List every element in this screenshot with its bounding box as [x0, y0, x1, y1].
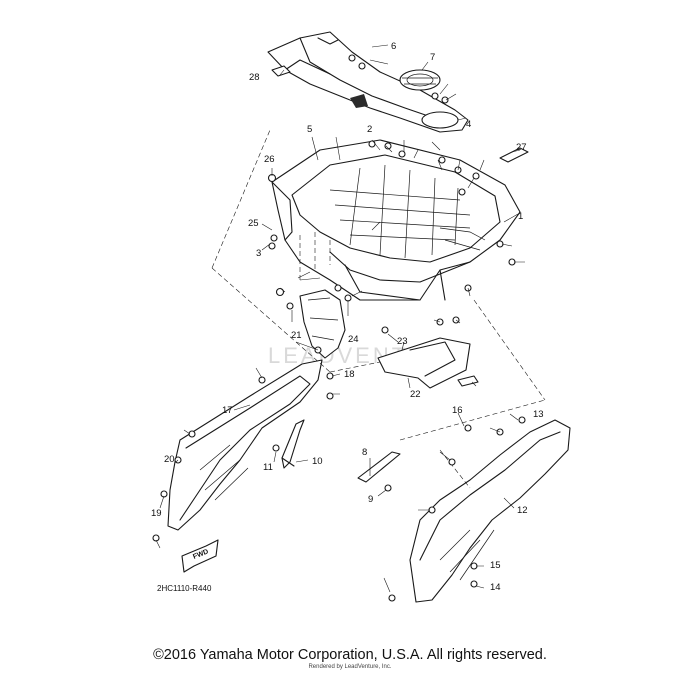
part-12-right-side-panel[interactable] — [409, 419, 571, 603]
callout-2: 2 — [367, 124, 372, 135]
callout-18: 18 — [344, 369, 355, 380]
part-27-label[interactable] — [499, 147, 529, 163]
rendered-by-note: Rendered by LeadVenture, Inc. — [308, 664, 392, 670]
callout-22: 22 — [410, 389, 421, 400]
callout-28: 28 — [249, 72, 260, 83]
reference-lines — [211, 129, 546, 489]
callout-8: 8 — [362, 447, 367, 458]
callout-11: 11 — [263, 462, 273, 473]
callout-15: 15 — [490, 560, 501, 571]
callout-12: 12 — [517, 505, 528, 516]
part-8-bracket[interactable] — [357, 451, 401, 483]
callout-1: 1 — [518, 211, 523, 222]
part-10-bracket[interactable] — [281, 419, 305, 469]
callout-23: 23 — [397, 336, 408, 347]
callout-17: 17 — [222, 405, 233, 416]
callout-labels: 1 2 3 4 5 6 7 8 9 10 11 12 13 14 15 16 1… — [151, 41, 544, 593]
leader-lines — [155, 44, 525, 593]
callout-25: 25 — [248, 218, 259, 229]
part-17-left-side-panel[interactable] — [167, 359, 323, 531]
part-24-inner-fender[interactable] — [299, 289, 346, 359]
part-4-top-cover[interactable] — [267, 31, 469, 133]
callout-6: 6 — [391, 41, 396, 52]
callout-21: 21 — [291, 330, 302, 341]
callout-27: 27 — [516, 142, 527, 153]
callout-19: 19 — [151, 508, 162, 519]
callout-14: 14 — [490, 582, 501, 593]
part-28-label-top[interactable] — [271, 65, 291, 77]
callout-24: 24 — [348, 334, 359, 345]
callout-10: 10 — [312, 456, 323, 467]
part-7-cap[interactable] — [399, 69, 441, 91]
callout-5: 5 — [307, 124, 312, 135]
fwd-arrow-icon: FWD — [181, 539, 219, 573]
callout-16: 16 — [452, 405, 463, 416]
drawing-code: 2HC1110-R440 — [157, 584, 212, 593]
copyright-notice: ©2016 Yamaha Motor Corporation, U.S.A. A… — [153, 647, 547, 663]
callout-13: 13 — [533, 409, 544, 420]
part-22-splash-panel[interactable] — [377, 337, 471, 389]
callout-9: 9 — [368, 494, 373, 505]
callout-26: 26 — [264, 154, 275, 165]
callout-3: 3 — [256, 248, 261, 259]
part-28-label-lower[interactable] — [457, 375, 479, 387]
callout-4: 4 — [466, 119, 471, 130]
part-1-cargo-bed[interactable] — [271, 139, 521, 301]
callout-7: 7 — [430, 52, 435, 63]
callout-20: 20 — [164, 454, 175, 465]
